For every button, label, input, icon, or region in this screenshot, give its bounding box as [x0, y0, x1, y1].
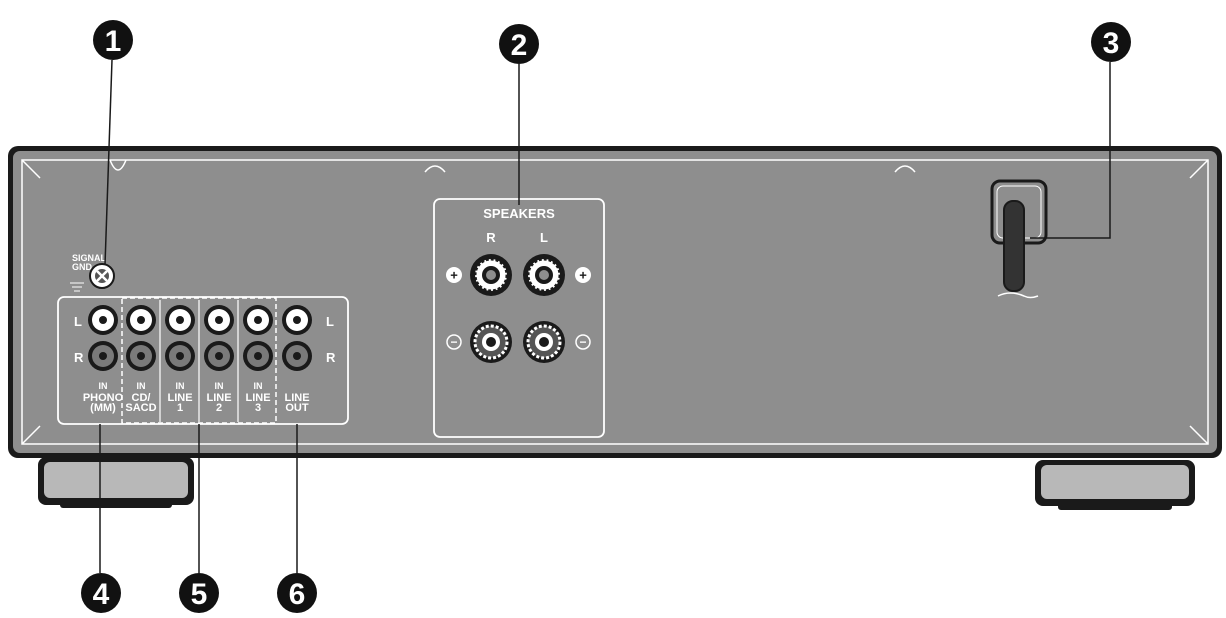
callout-number: 4: [93, 578, 110, 611]
callout-4: 4: [81, 573, 121, 613]
speaker-minus-sign-right: −: [575, 334, 591, 350]
line-out-channel-label-left: L: [326, 314, 334, 329]
minus-symbol: −: [579, 335, 586, 349]
signal-gnd-label-1: SIGNAL: [72, 253, 107, 263]
callout-3: 3: [1091, 22, 1131, 62]
line2-l-jack[interactable]: [204, 305, 234, 335]
minus-symbol: −: [450, 335, 457, 349]
cd-r-jack[interactable]: [126, 341, 156, 371]
speakers-title: SPEAKERS: [483, 206, 555, 221]
line1-r-jack[interactable]: [165, 341, 195, 371]
power-cord: [990, 179, 1048, 299]
line1-in-label: IN: [176, 381, 185, 391]
speaker-plus-sign-right: +: [575, 267, 591, 283]
leader-lines: [99, 59, 1111, 573]
line-out-l-jack[interactable]: [282, 305, 312, 335]
line3-number-label: 3: [255, 402, 261, 414]
line3-in-label: IN: [254, 381, 263, 391]
line2-r-jack[interactable]: [204, 341, 234, 371]
line-out-label: LINE: [284, 392, 309, 404]
line3-l-jack[interactable]: [243, 305, 273, 335]
plus-symbol: +: [450, 268, 458, 283]
sacd-label: SACD: [125, 402, 156, 414]
phono-l-jack[interactable]: [88, 305, 118, 335]
speaker-l-plus-terminal[interactable]: [523, 254, 565, 296]
phono-in-label: IN: [99, 381, 108, 391]
callout-number: 5: [191, 578, 208, 611]
callout-2: 2: [499, 24, 539, 64]
cd-l-jack[interactable]: [126, 305, 156, 335]
callout-number: 6: [289, 578, 306, 611]
line-out-r-jack[interactable]: [282, 341, 312, 371]
speaker-minus-sign-left: −: [446, 334, 462, 350]
right-foot: [1035, 460, 1195, 510]
speaker-plus-sign-left: +: [446, 267, 462, 283]
line-out-channel-label-right: R: [326, 350, 336, 365]
callout-number: 3: [1103, 27, 1120, 60]
callout-number: 1: [105, 25, 122, 58]
signal-gnd-terminal[interactable]: [70, 263, 115, 292]
line1-l-jack[interactable]: [165, 305, 195, 335]
cd-label: CD/: [132, 392, 151, 404]
analog-inputs-dashed-group: [121, 297, 277, 424]
callout-number: 2: [511, 29, 528, 62]
phono-label: PHONO: [83, 392, 124, 404]
phono-r-jack[interactable]: [88, 341, 118, 371]
left-foot: [38, 457, 194, 508]
cd-in-label: IN: [137, 381, 146, 391]
speaker-l-minus-terminal[interactable]: [523, 321, 565, 363]
line2-label: LINE: [206, 392, 231, 404]
line1-label: LINE: [167, 392, 192, 404]
rca-channel-label-left: L: [74, 314, 82, 329]
speakers-left-label: L: [540, 230, 548, 245]
phono-mm-label: (MM): [90, 402, 116, 414]
speakers-right-label: R: [486, 230, 496, 245]
line2-number-label: 2: [216, 402, 222, 414]
callout-1: 1: [93, 20, 133, 60]
rca-channel-label-right: R: [74, 350, 84, 365]
line1-number-label: 1: [177, 402, 183, 414]
signal-gnd-label-2: GND: [72, 262, 93, 272]
rca-terminal-box: [57, 296, 349, 425]
callout-5: 5: [179, 573, 219, 613]
plus-symbol: +: [579, 268, 587, 283]
callout-6: 6: [277, 573, 317, 613]
speaker-r-plus-terminal[interactable]: [470, 254, 512, 296]
speaker-r-minus-terminal[interactable]: [470, 321, 512, 363]
rear-panel: [8, 146, 1222, 458]
rca-jacks: [88, 305, 312, 371]
line-out-label-2: OUT: [285, 402, 309, 414]
line3-r-jack[interactable]: [243, 341, 273, 371]
line3-label: LINE: [245, 392, 270, 404]
line2-in-label: IN: [215, 381, 224, 391]
